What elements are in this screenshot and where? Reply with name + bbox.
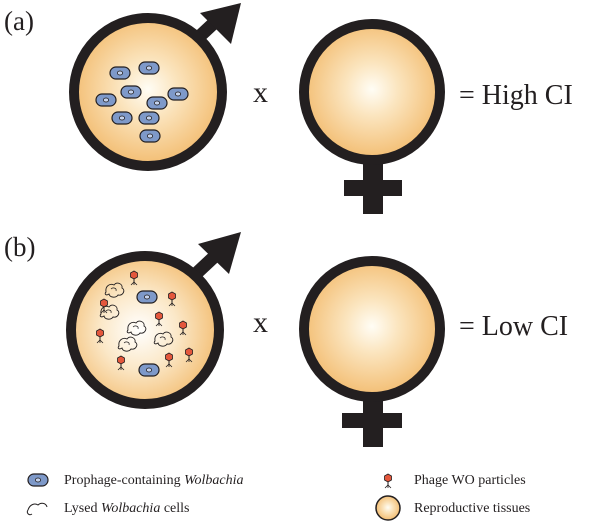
cross-operator-b: x	[253, 306, 268, 339]
wolbachia-cell-icon	[139, 129, 161, 143]
female-symbol-icon	[299, 256, 445, 447]
phage-particle-icon	[384, 473, 392, 489]
wolbachia-cell-icon	[95, 93, 117, 107]
wolbachia-cell-icon	[120, 85, 142, 99]
wolbachia-cell-icon	[136, 290, 158, 304]
legend-prophage-label: Prophage-containing Wolbachia	[64, 473, 244, 488]
panel-a	[69, 3, 445, 214]
wolbachia-cell-icon	[167, 87, 189, 101]
wolbachia-cell-icon	[109, 66, 131, 80]
wolbachia-cell-icon	[138, 363, 160, 377]
male-symbol-icon	[66, 232, 241, 409]
lysed-cell-icon	[26, 502, 48, 516]
panel-label-a: (a)	[4, 6, 34, 36]
cross-operator-a: x	[253, 76, 268, 109]
legend-lysed-label: Lysed Wolbachia cells	[64, 501, 190, 516]
wolbachia-cell-icon	[138, 61, 160, 75]
female-symbol-icon	[299, 19, 445, 214]
tissue-icon	[375, 495, 401, 521]
panel-label-b: (b)	[4, 232, 36, 262]
panel-b	[66, 232, 445, 447]
result-low-ci: = Low CI	[459, 311, 569, 342]
legend-icons	[26, 473, 401, 521]
result-high-ci: = High CI	[459, 80, 573, 111]
wolbachia-cell-icon	[146, 96, 168, 110]
wolbachia-cell-icon	[138, 111, 160, 125]
wolbachia-cell-icon	[27, 473, 49, 487]
wolbachia-cell-icon	[111, 111, 133, 125]
legend-phage-label: Phage WO particles	[414, 473, 526, 488]
legend-tissue-label: Reproductive tissues	[414, 501, 531, 516]
male-symbol-icon	[69, 3, 241, 171]
